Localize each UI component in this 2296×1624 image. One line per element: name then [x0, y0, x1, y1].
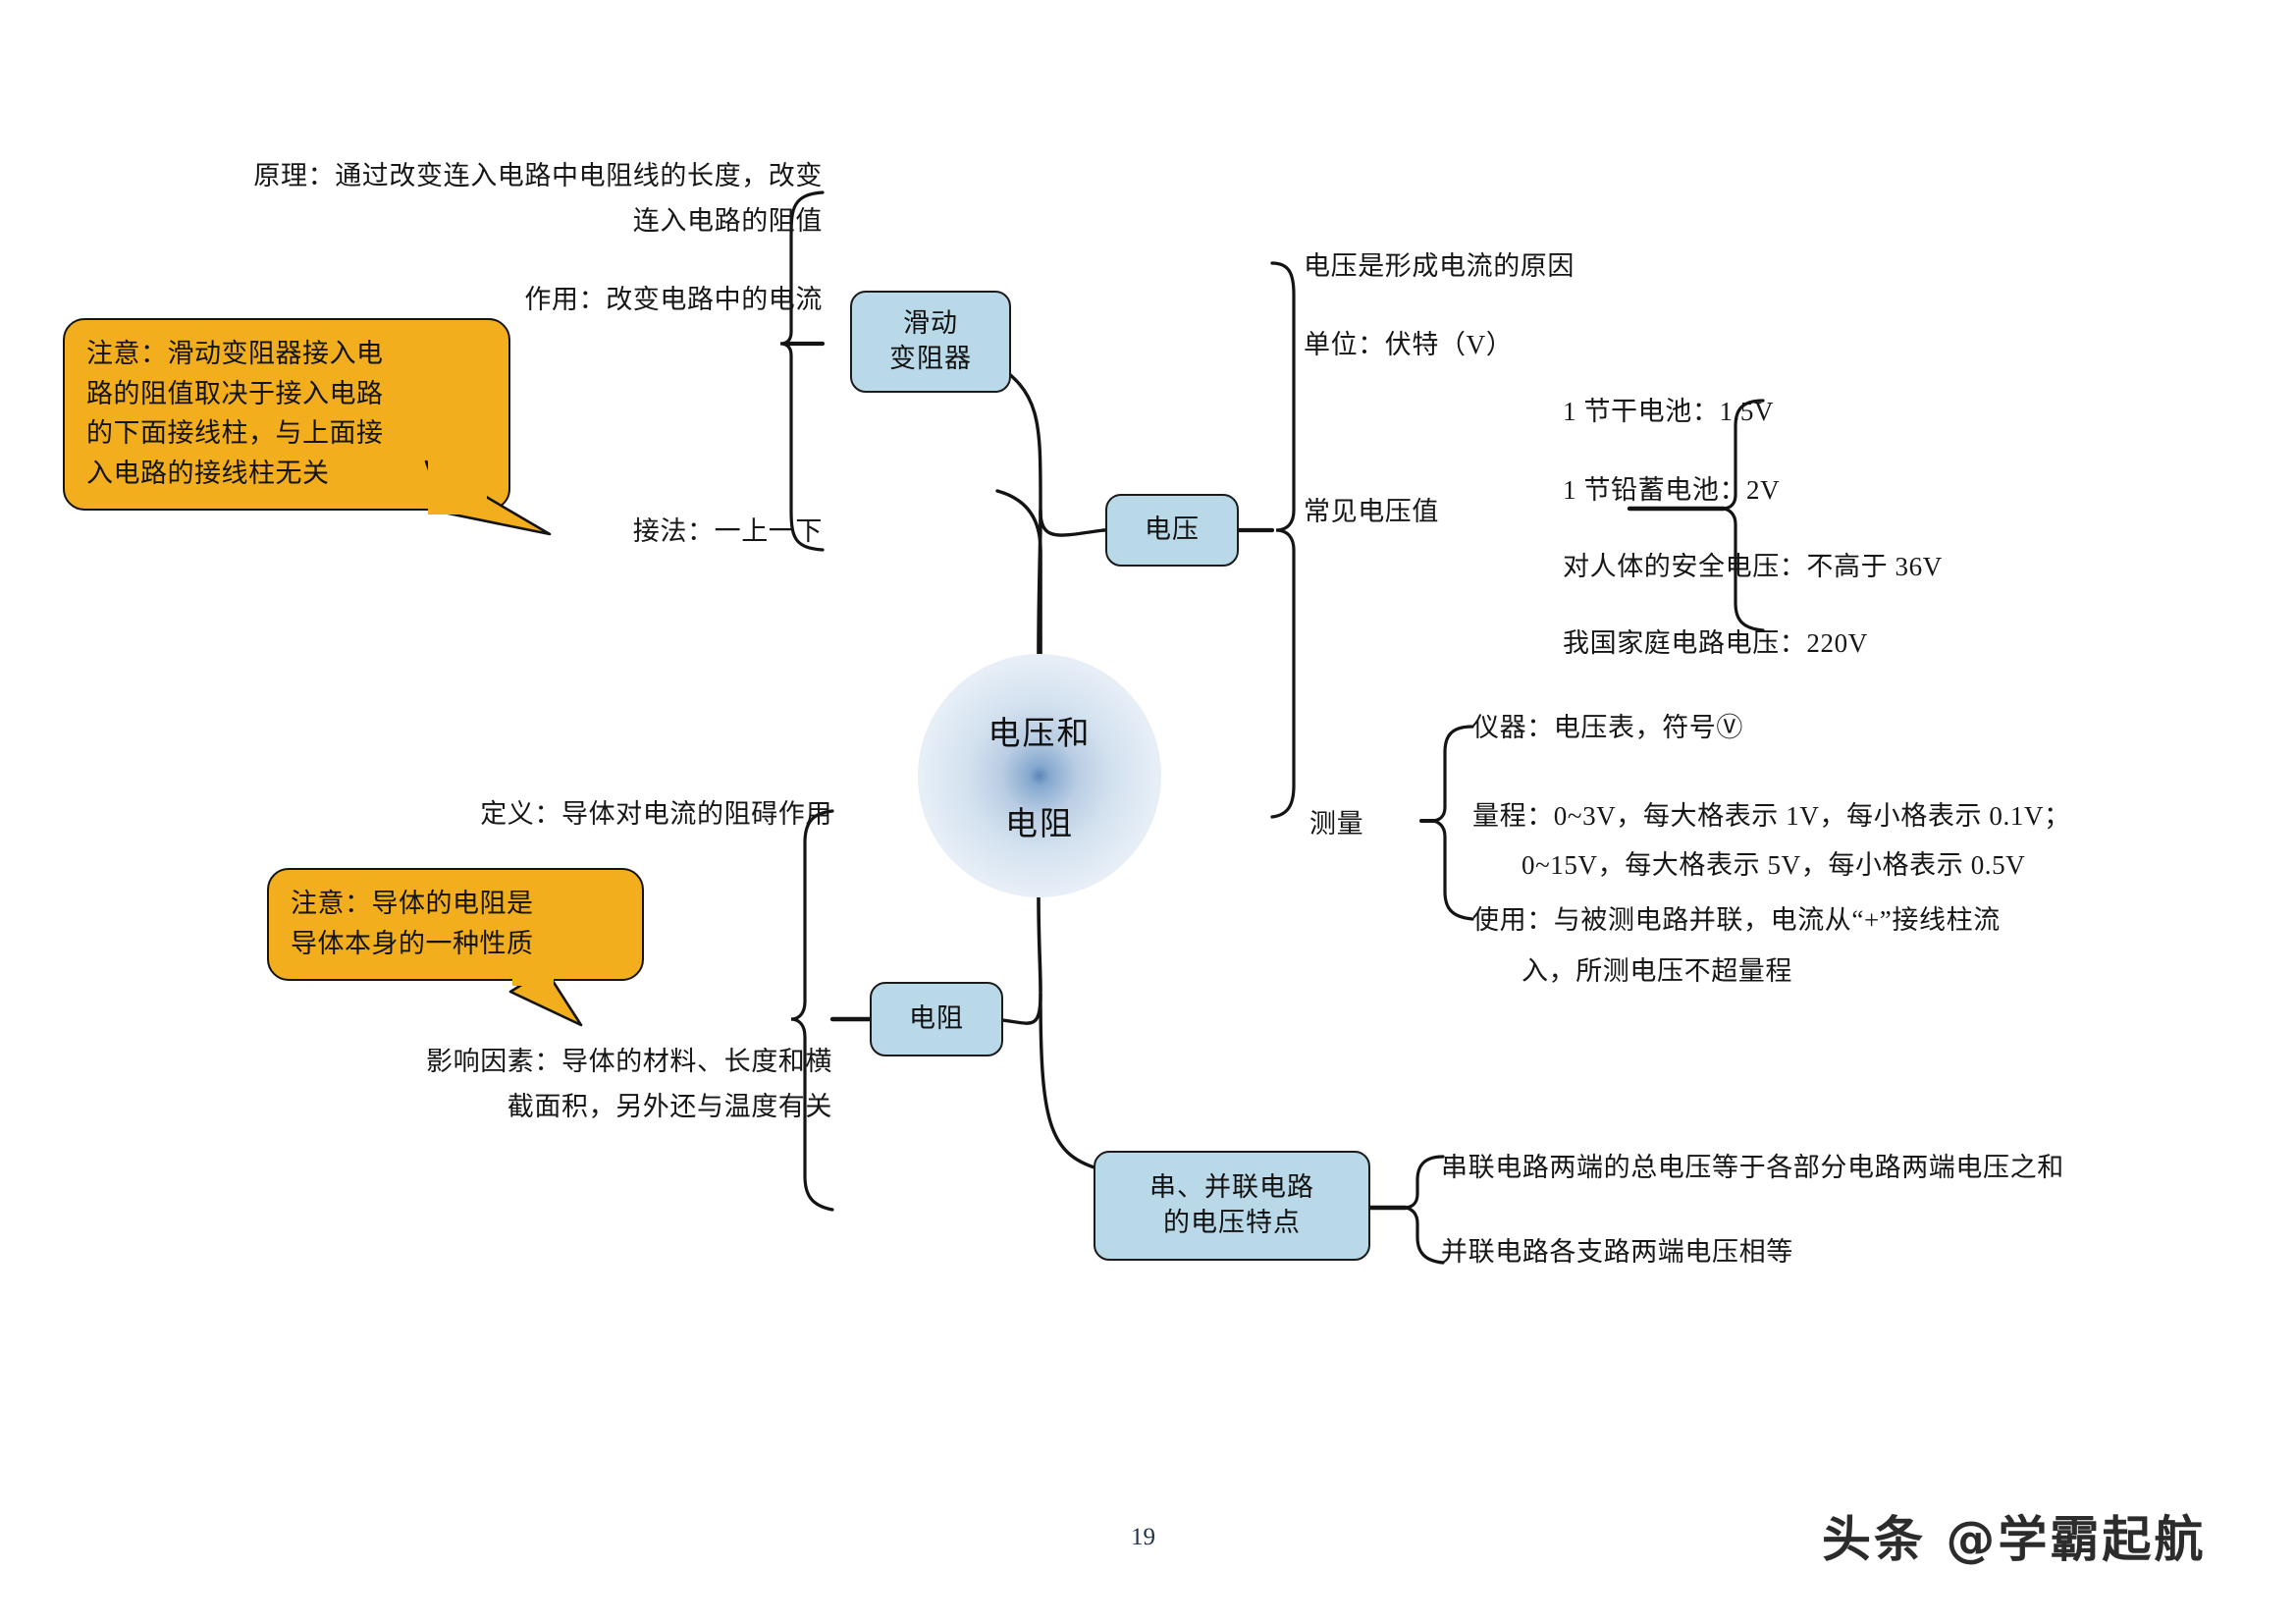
central-topic-node[interactable]: 电压和 电阻	[918, 654, 1161, 897]
callout-resistance-note: 注意：导体的电阻是 导体本身的一种性质	[267, 868, 644, 981]
leaf-series-voltage: 串联电路两端的总电压等于各部分电路两端电压之和	[1441, 1153, 2064, 1182]
leaf-measure-range-line1: 量程：0~3V，每大格表示 1V，每小格表示 0.1V；	[1472, 801, 2071, 831]
leaf-rheostat-wiring: 接法：一上一下	[632, 516, 823, 546]
leaf-measure-usage-line1: 使用：与被测电路并联，电流从“+”接线柱流	[1472, 905, 2001, 935]
leaf-measure-label: 测量	[1309, 809, 1364, 839]
leaf-rheostat-principle-line1: 原理：通过改变连入电路中电阻线的长度，改变	[253, 161, 823, 190]
callout-rheostat-note: 注意：滑动变阻器接入电 路的阻值取决于接入电路 的下面接线柱，与上面接 入电路的…	[63, 318, 510, 511]
leaf-voltage-cause: 电压是形成电流的原因	[1304, 251, 1575, 281]
leaf-common-value-3: 我国家庭电路电压：220V	[1563, 628, 1868, 658]
leaf-common-value-2: 对人体的安全电压：不高于 36V	[1563, 552, 1943, 581]
leaf-voltage-common-values-label: 常见电压值	[1304, 497, 1439, 526]
node-resistance[interactable]: 电阻	[870, 982, 1003, 1056]
leaf-common-value-0: 1 节干电池：1.5V	[1563, 397, 1775, 426]
node-series-parallel-voltage[interactable]: 串、并联电路 的电压特点	[1094, 1151, 1370, 1261]
leaf-rheostat-principle-line2: 连入电路的阻值	[632, 206, 823, 236]
leaf-measure-usage-line2: 入，所测电压不超量程	[1522, 956, 1792, 986]
node-rheostat[interactable]: 滑动 变阻器	[850, 291, 1011, 393]
leaf-measure-range-line2: 0~15V，每大格表示 5V，每小格表示 0.5V	[1522, 850, 2026, 880]
leaf-parallel-voltage: 并联电路各支路两端电压相等	[1441, 1237, 1793, 1267]
watermark: 头条 @学霸起航	[1822, 1511, 2207, 1568]
leaf-rheostat-function: 作用：改变电路中的电流	[524, 285, 823, 314]
central-topic-line1: 电压和	[988, 717, 1092, 752]
leaf-resistance-factors-line1: 影响因素：导体的材料、长度和横	[426, 1047, 832, 1076]
leaf-resistance-factors-line2: 截面积，另外还与温度有关	[507, 1092, 832, 1121]
central-topic-line2: 电阻	[1005, 807, 1074, 842]
node-voltage[interactable]: 电压	[1105, 494, 1239, 567]
leaf-measure-instrument: 仪器：电压表，符号Ⓥ	[1472, 713, 1743, 742]
page-number: 19	[1131, 1524, 1155, 1550]
leaf-common-value-1: 1 节铅蓄电池：2V	[1563, 475, 1781, 505]
leaf-resistance-definition: 定义：导体对电流的阻碍作用	[480, 799, 832, 829]
leaf-voltage-unit: 单位：伏特（V）	[1304, 330, 1514, 359]
